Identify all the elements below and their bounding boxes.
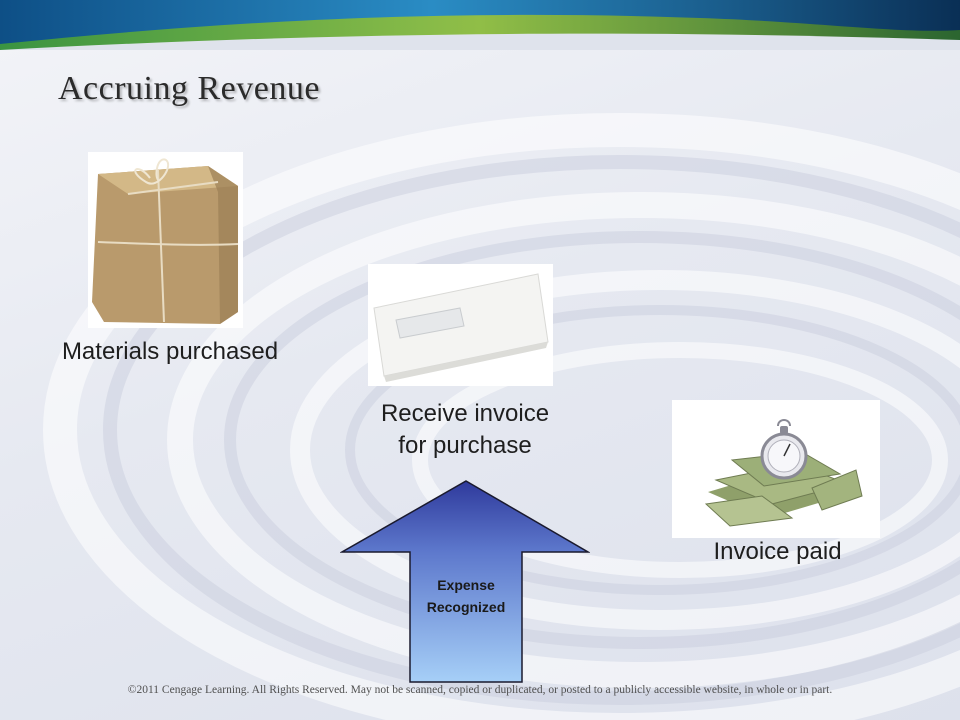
package-image — [88, 152, 243, 328]
step-caption-materials: Materials purchased — [61, 338, 279, 365]
top-banner — [0, 0, 960, 50]
step-caption-invoice-line2: for purchase — [398, 432, 532, 459]
copyright-footer: ©2011 Cengage Learning. All Rights Reser… — [127, 684, 833, 696]
step-caption-invoice-line1: Receive invoice — [380, 400, 550, 427]
step-caption-paid: Invoice paid — [713, 538, 842, 565]
arrow-label-line1: Expense — [437, 577, 495, 593]
arrow-label: Expense Recognized — [404, 574, 528, 618]
stopwatch-money-image — [672, 400, 880, 538]
envelope-image — [368, 264, 553, 386]
arrow-label-line2: Recognized — [426, 599, 506, 615]
step-caption-invoice: Receive invoice for purchase — [330, 398, 600, 462]
slide-title: Accruing Revenue — [58, 70, 320, 107]
expense-recognized-arrow — [340, 480, 590, 683]
